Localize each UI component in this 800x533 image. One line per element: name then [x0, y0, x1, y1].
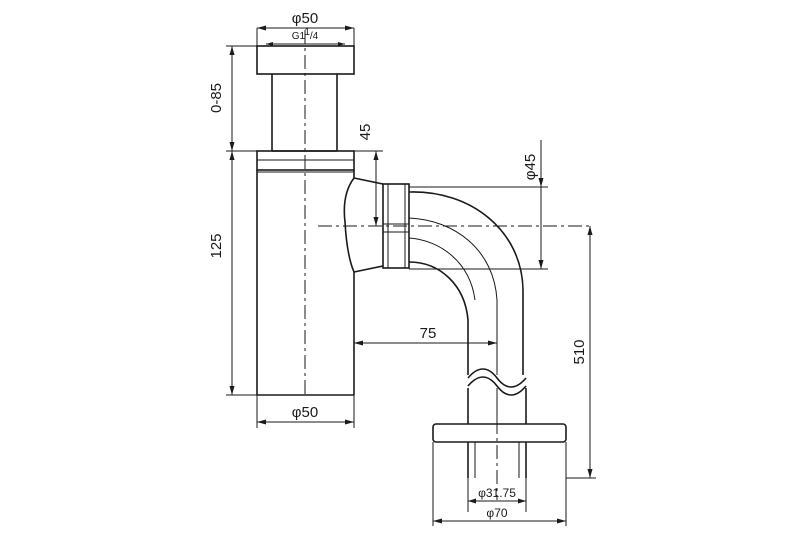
center-lines — [304, 30, 590, 500]
total-drop-label: 510 — [571, 339, 588, 364]
top-diameter-label: φ50 — [292, 10, 318, 27]
pipe-break — [467, 368, 527, 396]
horizontal-offset-label: 75 — [420, 325, 437, 342]
height-adjust-label: 0-85 — [208, 83, 225, 113]
dim-flange-outer: φ70 — [432, 442, 567, 526]
bottom-diameter-label: φ50 — [292, 404, 318, 421]
dim-pipe-offset: 45 — [354, 124, 383, 226]
side-outlet — [343, 177, 410, 273]
bottle-body — [256, 170, 355, 396]
flange-outer-label: φ70 — [486, 506, 507, 520]
thread-main: G1 — [292, 31, 306, 42]
dim-pipe-diameter: φ45 — [409, 140, 548, 270]
thread-frac: /4 — [310, 31, 319, 42]
thread-sup: 1 — [304, 27, 310, 38]
dim-horizontal-offset: 75 — [354, 325, 497, 346]
dim-top-diameter: φ50 — [256, 10, 355, 46]
dim-thread: G11/4 — [266, 27, 345, 46]
dim-body-height: 125 — [208, 151, 257, 396]
dim-height-adjust: 0-85 — [208, 45, 257, 152]
flange-inner-label: φ31.75 — [478, 486, 516, 500]
wall-flange — [432, 423, 567, 478]
body-height-label: 125 — [208, 233, 225, 258]
elbow-pipe — [408, 191, 524, 375]
pipe-diameter-label: φ45 — [522, 154, 539, 180]
dim-total-drop: 510 — [566, 226, 596, 479]
dim-bottom-diameter: φ50 — [256, 395, 355, 428]
pipe-offset-label: 45 — [357, 124, 374, 141]
thread-label: G11/4 — [292, 27, 319, 42]
dim-flange-inner: φ31.75 — [467, 478, 527, 512]
